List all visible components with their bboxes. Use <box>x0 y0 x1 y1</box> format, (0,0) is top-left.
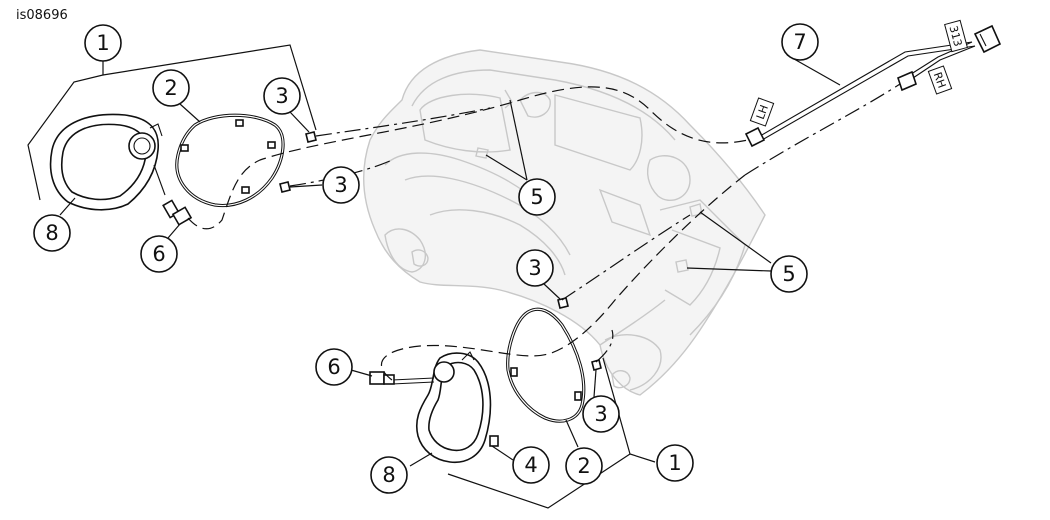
callout-8-bottom: 8 <box>370 456 408 494</box>
callout-8-left-text: 8 <box>45 221 58 245</box>
callout-1-left: 1 <box>84 24 122 62</box>
harness-tag-313-text: 313 <box>947 24 965 48</box>
right-speaker-gasket <box>506 307 586 423</box>
callout-3-center: 3 <box>516 249 554 287</box>
callout-6-left-text: 6 <box>152 242 165 266</box>
callout-5-right-text: 5 <box>782 262 795 286</box>
wiring-harness <box>744 24 1002 148</box>
callout-2-left-text: 2 <box>164 76 177 100</box>
callout-3-upper-left: 3 <box>263 77 301 115</box>
harness-tag-rh-text: RH <box>931 70 949 89</box>
left-clip-upper <box>305 131 317 143</box>
callout-2-bottom-text: 2 <box>577 454 590 478</box>
right-speaker-pod <box>415 351 499 464</box>
callout-3-upper-left-text: 3 <box>275 84 288 108</box>
callout-3-mid-left-text: 3 <box>334 173 347 197</box>
callout-3-mid-left: 3 <box>322 166 360 204</box>
callout-1-bottom: 1 <box>656 444 694 482</box>
callout-8-left: 8 <box>33 214 71 252</box>
callout-6-bottom-text: 6 <box>327 355 340 379</box>
callout-2-left: 2 <box>152 69 190 107</box>
callout-5-top: 5 <box>518 178 556 216</box>
callout-2-bottom: 2 <box>565 447 603 485</box>
callout-3-lower: 3 <box>582 395 620 433</box>
harness-tag-lh: LH <box>749 97 775 127</box>
callout-3-center-text: 3 <box>528 256 541 280</box>
harness-tag-lh-text: LH <box>754 103 771 121</box>
callout-4: 4 <box>512 446 550 484</box>
callout-7-text: 7 <box>793 30 806 54</box>
left-speaker-gasket <box>175 113 285 208</box>
right-speaker-pigtail <box>369 371 435 385</box>
left-clip-lower <box>279 181 291 193</box>
callout-4-text: 4 <box>524 453 537 477</box>
callout-6-bottom: 6 <box>315 348 353 386</box>
callout-8-bottom-text: 8 <box>382 463 395 487</box>
callout-1-left-text: 1 <box>96 31 109 55</box>
figure-id: is08696 <box>16 8 68 23</box>
callout-1-bottom-text: 1 <box>668 451 681 475</box>
fairing-outline <box>362 49 766 396</box>
harness-tag-313: 313 <box>944 19 968 53</box>
left-speaker-pod <box>49 113 193 226</box>
callout-5-right: 5 <box>770 255 808 293</box>
callouts: 1 2 3 3 8 6 5 7 5 3 6 3 <box>33 23 819 494</box>
callout-6-left: 6 <box>140 235 178 273</box>
callout-3-lower-text: 3 <box>594 402 607 426</box>
harness-tag-rh: RH <box>927 65 953 95</box>
callout-7: 7 <box>781 23 819 61</box>
callout-5-top-text: 5 <box>530 185 543 209</box>
leader-lines <box>27 44 841 509</box>
